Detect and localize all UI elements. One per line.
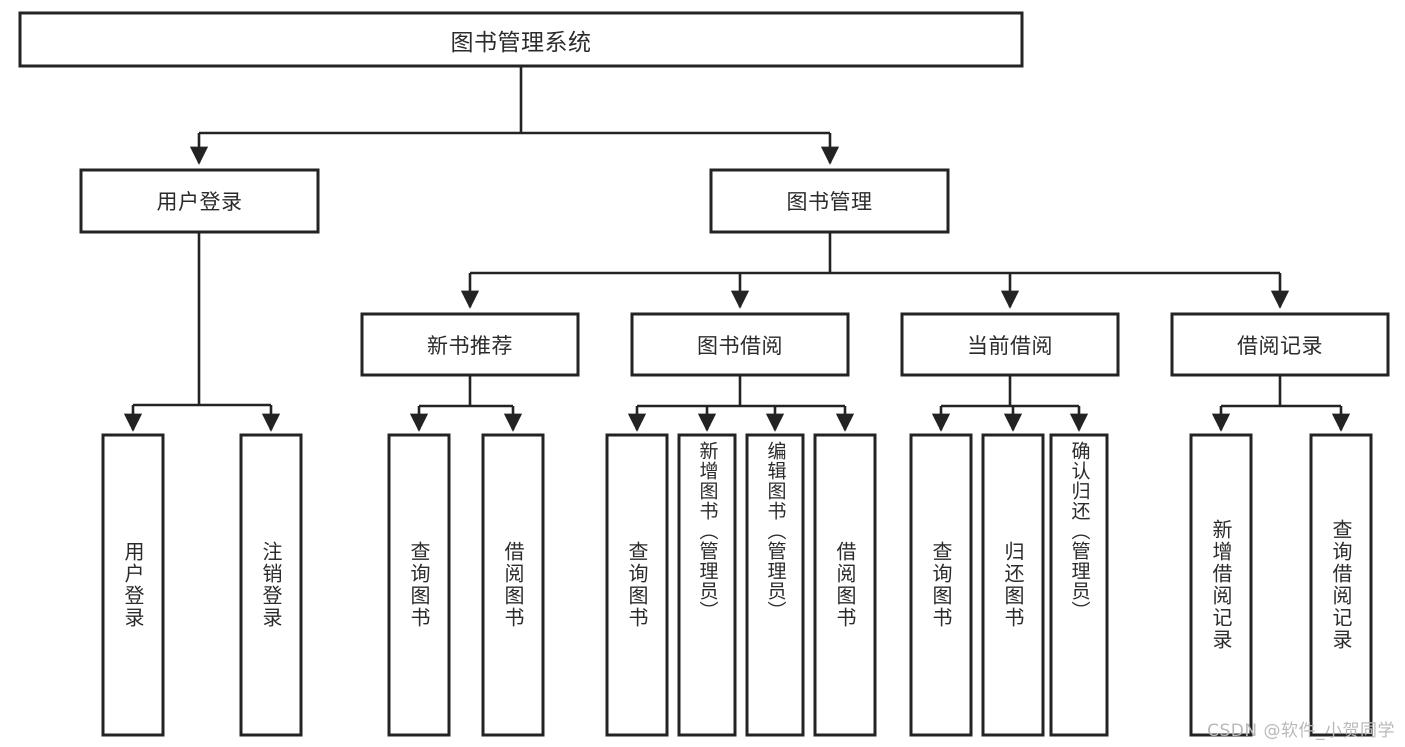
leaf-user-logout-label: 注销登录 — [259, 541, 283, 629]
leaf-bb-borrow-label: 借阅图书 — [833, 541, 857, 629]
leaf-cb-confirm[interactable] — [1049, 433, 1109, 737]
connector-group-current — [931, 375, 1089, 432]
connector-group-root — [189, 66, 840, 165]
connector-group-new-book — [409, 375, 523, 432]
leaf-cb-query[interactable] — [909, 433, 973, 737]
node-book-manage-label: 图书管理 — [786, 190, 873, 214]
node-user-login-label: 用户登录 — [156, 190, 243, 214]
node-current-label: 当前借阅 — [967, 333, 1053, 358]
node-record[interactable] — [1170, 312, 1390, 377]
node-root[interactable] — [18, 11, 1024, 68]
node-borrow-label: 图书借阅 — [697, 333, 783, 358]
node-current[interactable] — [900, 312, 1120, 377]
connector-group-record — [1211, 375, 1351, 432]
connector-group-borrow — [627, 375, 855, 432]
leaf-rc-add-label: 新增借阅记录 — [1209, 519, 1233, 651]
leaf-rc-query[interactable] — [1309, 433, 1373, 737]
leaf-bb-add-label: 新增图书（管理员） — [696, 441, 719, 621]
leaf-user-logout[interactable] — [239, 433, 303, 737]
node-new-book-label: 新书推荐 — [427, 333, 513, 358]
leaf-cb-query-label: 查询图书 — [929, 541, 953, 629]
node-new-book[interactable] — [360, 312, 580, 377]
leaf-cb-return-label: 归还图书 — [1001, 541, 1025, 629]
leaf-rc-add[interactable] — [1189, 433, 1253, 737]
connector-group-book-manage — [460, 232, 1290, 309]
node-root-label: 图书管理系统 — [450, 29, 592, 56]
leaf-nb-query-label: 查询图书 — [407, 541, 431, 629]
leaf-bb-add[interactable] — [677, 433, 737, 737]
leaf-bb-borrow[interactable] — [813, 433, 877, 737]
leaf-user-login-label: 用户登录 — [121, 541, 145, 629]
connector-group-user-login — [123, 232, 281, 432]
node-book-manage[interactable] — [709, 168, 950, 234]
leaf-user-login[interactable] — [101, 433, 165, 737]
leaf-nb-borrow-label: 借阅图书 — [501, 541, 525, 629]
leaf-bb-edit[interactable] — [745, 433, 805, 737]
leaf-rc-query-label: 查询借阅记录 — [1329, 519, 1353, 651]
leaf-bb-query-label: 查询图书 — [625, 541, 649, 629]
leaf-cb-confirm-label: 确认归还（管理员） — [1068, 441, 1091, 621]
node-borrow[interactable] — [630, 312, 850, 377]
csdn-watermark: CSDN @软件_小贺同学 — [1207, 721, 1395, 741]
leaf-bb-edit-label: 编辑图书（管理员） — [764, 441, 787, 621]
leaf-bb-query[interactable] — [605, 433, 669, 737]
leaf-nb-query[interactable] — [387, 433, 451, 737]
leaf-cb-return[interactable] — [981, 433, 1045, 737]
node-user-login[interactable] — [79, 168, 320, 234]
leaf-nb-borrow[interactable] — [481, 433, 545, 737]
node-record-label: 借阅记录 — [1237, 333, 1323, 358]
